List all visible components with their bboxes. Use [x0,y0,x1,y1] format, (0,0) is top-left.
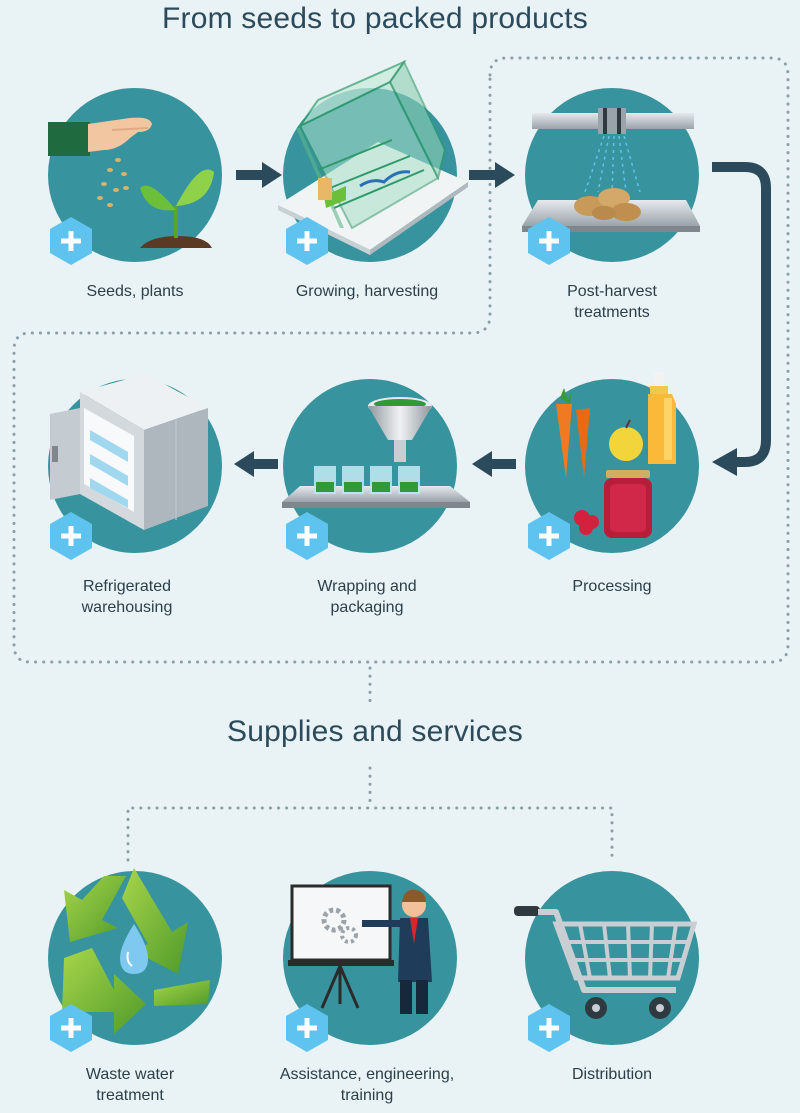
stage-wrapping-packaging [282,379,470,560]
recycle-water-icon [62,868,210,1034]
cold-room-icon [50,374,208,530]
stage-refrigerated-warehousing [48,374,222,560]
flow-arrow-left-1 [472,451,516,477]
greenhouse-icon [278,59,468,255]
stage-label-post-harvest: Post-harvest treatments [567,283,657,321]
service-distribution [514,871,699,1052]
processed-food-icon [556,372,676,538]
stage-label-seeds: Seeds, plants [86,283,184,300]
flow-arrow-right-2 [469,162,515,188]
dotted-connector [126,666,614,862]
flow-arrow-right-1 [236,162,282,188]
washing-potatoes-icon [522,108,700,232]
stage-seeds-plants [48,88,222,265]
stage-label-growing: Growing, harvesting [295,283,439,300]
service-label-waste-water: Waste water treatment [85,1066,175,1104]
stage-label-warehousing: Refrigerated warehousing [81,578,173,616]
page-title: From seeds to packed products [161,2,588,35]
presentation-icon [288,884,432,1014]
service-waste-water [48,868,222,1052]
stage-post-harvest [522,88,700,265]
stage-label-processing: Processing [572,578,652,595]
flow-arrow-down-curve [712,162,771,476]
stage-growing-harvesting [278,59,468,265]
services-title: Supplies and services [226,715,524,748]
dotted-process-boundary [12,56,790,664]
stage-label-packaging: Wrapping and packaging [317,578,417,616]
service-label-distribution: Distribution [571,1066,653,1083]
service-assistance [283,871,457,1052]
service-label-assistance: Assistance, engineering, training [279,1066,455,1104]
seeds-plant-icon [48,117,214,248]
filling-machine-icon [282,397,470,508]
stage-processing [525,372,699,560]
flow-arrow-left-2 [234,451,278,477]
shopping-cart-icon [514,906,698,1019]
